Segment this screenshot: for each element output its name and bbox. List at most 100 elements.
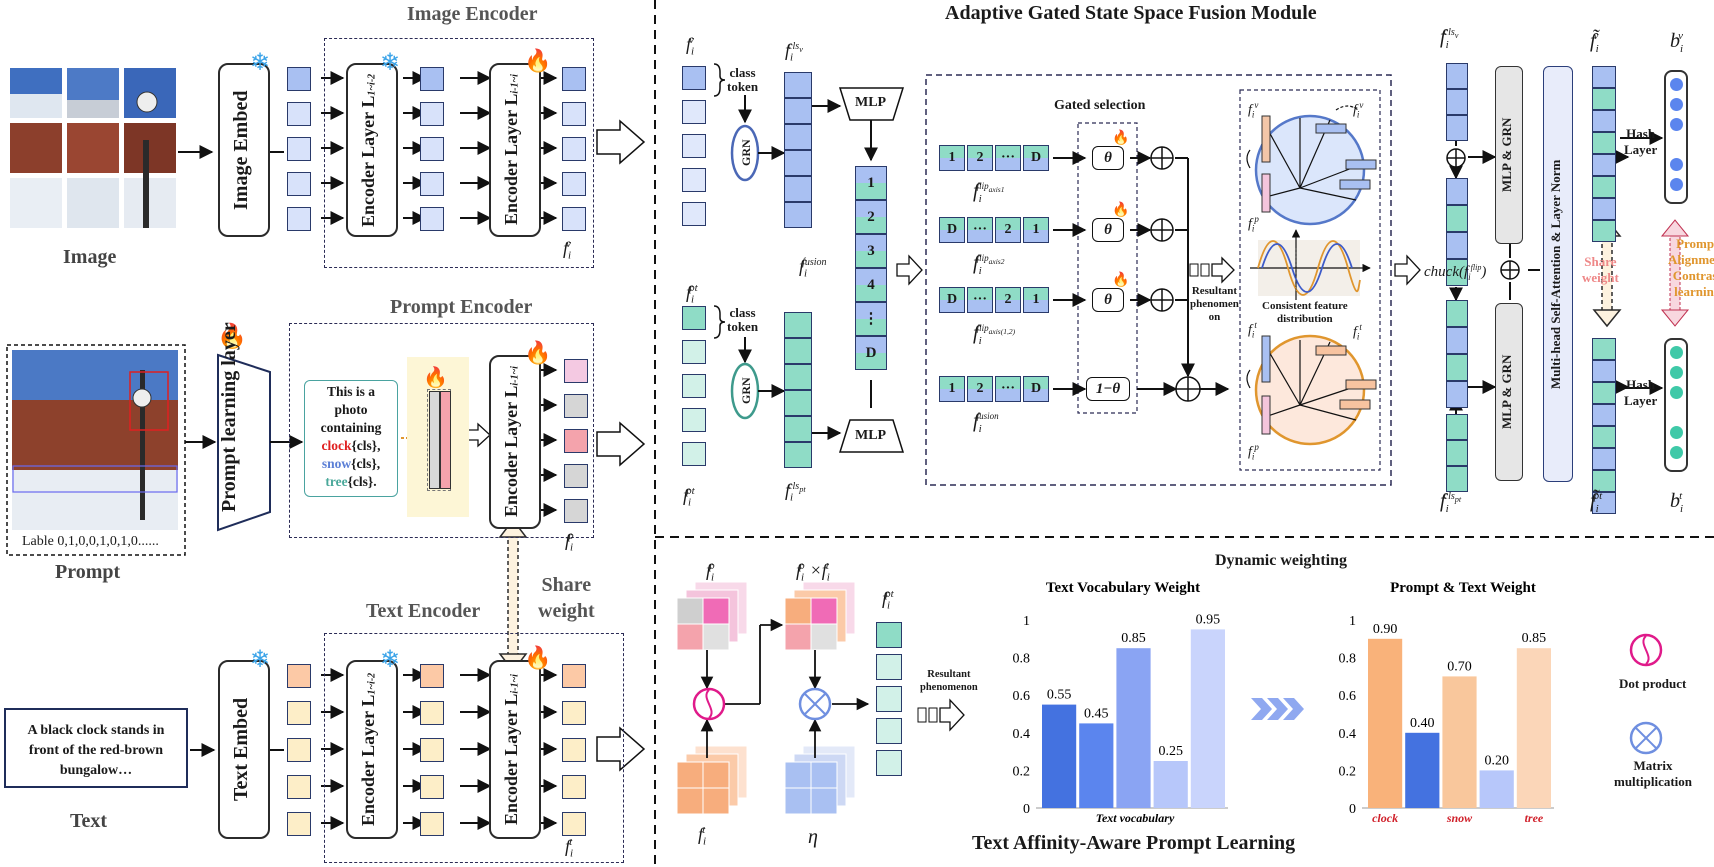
image-tiles xyxy=(10,68,176,228)
theta-gate: θ xyxy=(1092,146,1124,170)
mlp-label-bottom: MLP xyxy=(855,428,887,443)
bar-value-label: 0.90 xyxy=(1373,622,1398,637)
image-embed-block: Image Embed xyxy=(218,63,270,237)
token-cell xyxy=(1592,176,1616,198)
f-p-output-label: fip xyxy=(565,530,574,554)
snowflake-icon: ❄ xyxy=(250,647,271,673)
seq-cell: 2 xyxy=(995,287,1021,313)
f-t-circle-label: fit xyxy=(1248,320,1257,340)
theta-gate: θ xyxy=(1092,288,1124,312)
legend-dot-product-icon xyxy=(1629,633,1663,667)
chuck-label: chuck(fiflip) xyxy=(1424,263,1487,282)
f-v-label: fiv xyxy=(686,34,695,58)
seq-cell: ··· xyxy=(995,376,1021,402)
bar-value-label: 0.45 xyxy=(1084,706,1109,721)
text-encoder-box xyxy=(324,633,624,863)
module-title: Adaptive Gated State Space Fusion Module xyxy=(945,2,1317,24)
f-p-bottom-label: fip xyxy=(706,560,715,584)
hash-bit xyxy=(1669,98,1683,111)
category-label: snow xyxy=(1446,811,1473,825)
bar xyxy=(1479,770,1514,808)
bar xyxy=(1153,761,1188,808)
token-cell xyxy=(1446,327,1468,354)
f-p-circle-label-2: fip xyxy=(1248,442,1259,462)
bar-value-label: 0.85 xyxy=(1121,631,1146,646)
token-cell xyxy=(562,738,586,762)
token-cell xyxy=(1446,381,1468,408)
y-tick-label: 0.2 xyxy=(1013,764,1031,779)
token-cell xyxy=(1592,404,1616,426)
fire-icon: 🔥 xyxy=(217,324,247,350)
prompt-template-line: containing xyxy=(320,420,382,435)
f-cls-pt-label: ficlspt xyxy=(785,480,806,504)
mhsa-label: Multi-head Self-Attention & Layer Norm xyxy=(1548,159,1563,389)
feature-circle-prompt xyxy=(1246,334,1377,446)
token-cell xyxy=(287,812,311,836)
token-cell xyxy=(562,775,586,799)
prompt-template-box: This is a photo containing clock{cls}, s… xyxy=(304,380,398,497)
y-tick-label: 0.6 xyxy=(1013,689,1031,704)
image-encoder-title: Image Encoder xyxy=(407,3,538,25)
image-label: Image xyxy=(63,246,117,268)
grn-label-bottom: GRN xyxy=(739,377,753,404)
prompt-encoder-box xyxy=(289,323,594,538)
image-embed-label: Image Embed xyxy=(230,90,252,210)
token-cell xyxy=(1592,132,1616,154)
fusion-stack-cell: 2 xyxy=(855,200,887,234)
hollow-arrow-image xyxy=(596,119,646,165)
y-tick-label: 0.8 xyxy=(1013,652,1031,667)
token-cell xyxy=(1446,466,1468,492)
hash-bit xyxy=(1669,158,1683,171)
dynamic-weighting-label: Dynamic weighting xyxy=(1215,552,1347,569)
prompt-word-tree: tree{cls}. xyxy=(325,474,377,489)
b-t-label: bit xyxy=(1670,490,1684,515)
token-cell xyxy=(420,775,444,799)
token-cell xyxy=(287,102,311,126)
token-cell xyxy=(1592,66,1616,88)
token-cell xyxy=(876,718,902,744)
f-p-circle-label: fip xyxy=(1248,214,1259,234)
bar xyxy=(1190,629,1225,808)
seq-cell: ··· xyxy=(967,217,993,243)
token-cell xyxy=(287,67,311,91)
fire-icon: 🔥 xyxy=(1112,131,1130,146)
prompt-alignment-arrow xyxy=(1660,219,1690,327)
chart-title: Text Vocabulary Weight xyxy=(1046,580,1200,596)
hash-bit xyxy=(1669,426,1683,439)
f-flip-axis1-label: fiflipaxis1 xyxy=(973,180,1005,205)
hash-code-box xyxy=(1664,338,1688,472)
token-cell xyxy=(784,416,812,442)
seq-cell: 1 xyxy=(939,376,965,402)
token-cell xyxy=(562,701,586,725)
fusion-stack-cell: 3 xyxy=(855,234,887,268)
token-cell xyxy=(287,775,311,799)
f-fusion-row-label: fifusion xyxy=(973,410,999,435)
token-cell xyxy=(564,359,588,383)
fire-icon: 🔥 xyxy=(1112,273,1130,288)
token-cell xyxy=(876,750,902,776)
text-encoder-layer-b-label: Encoder Layer Li-1~i xyxy=(501,674,521,825)
token-cell xyxy=(1446,205,1468,232)
token-cell xyxy=(682,442,706,466)
token-cell xyxy=(784,390,812,416)
token-cell xyxy=(1592,338,1616,360)
matrix-mult-symbol xyxy=(798,687,832,721)
y-tick-label: 0.6 xyxy=(1339,689,1357,704)
snowflake-icon: ❄ xyxy=(250,50,271,76)
token-cell xyxy=(1592,470,1616,492)
prompt-tokens-highlight: 🔥 xyxy=(407,357,469,517)
token-cell xyxy=(1446,414,1468,440)
f-cls-v-right-label: ficlsv xyxy=(1440,26,1459,51)
grn-label-top: GRN xyxy=(739,139,753,166)
f-tilde-v-label: f̃iv xyxy=(1590,30,1599,55)
token-cell xyxy=(562,664,586,688)
token-cell xyxy=(1592,448,1616,470)
token-cell xyxy=(682,66,706,90)
hash-bit xyxy=(1669,78,1683,91)
fusion-stack-cell: D xyxy=(855,336,887,370)
prompt-encoder-title: Prompt Encoder xyxy=(390,296,533,318)
text-encoder-title: Text Encoder xyxy=(366,600,481,622)
f-flip-axis12-label: fiflipaxis(1,2) xyxy=(973,322,1016,347)
